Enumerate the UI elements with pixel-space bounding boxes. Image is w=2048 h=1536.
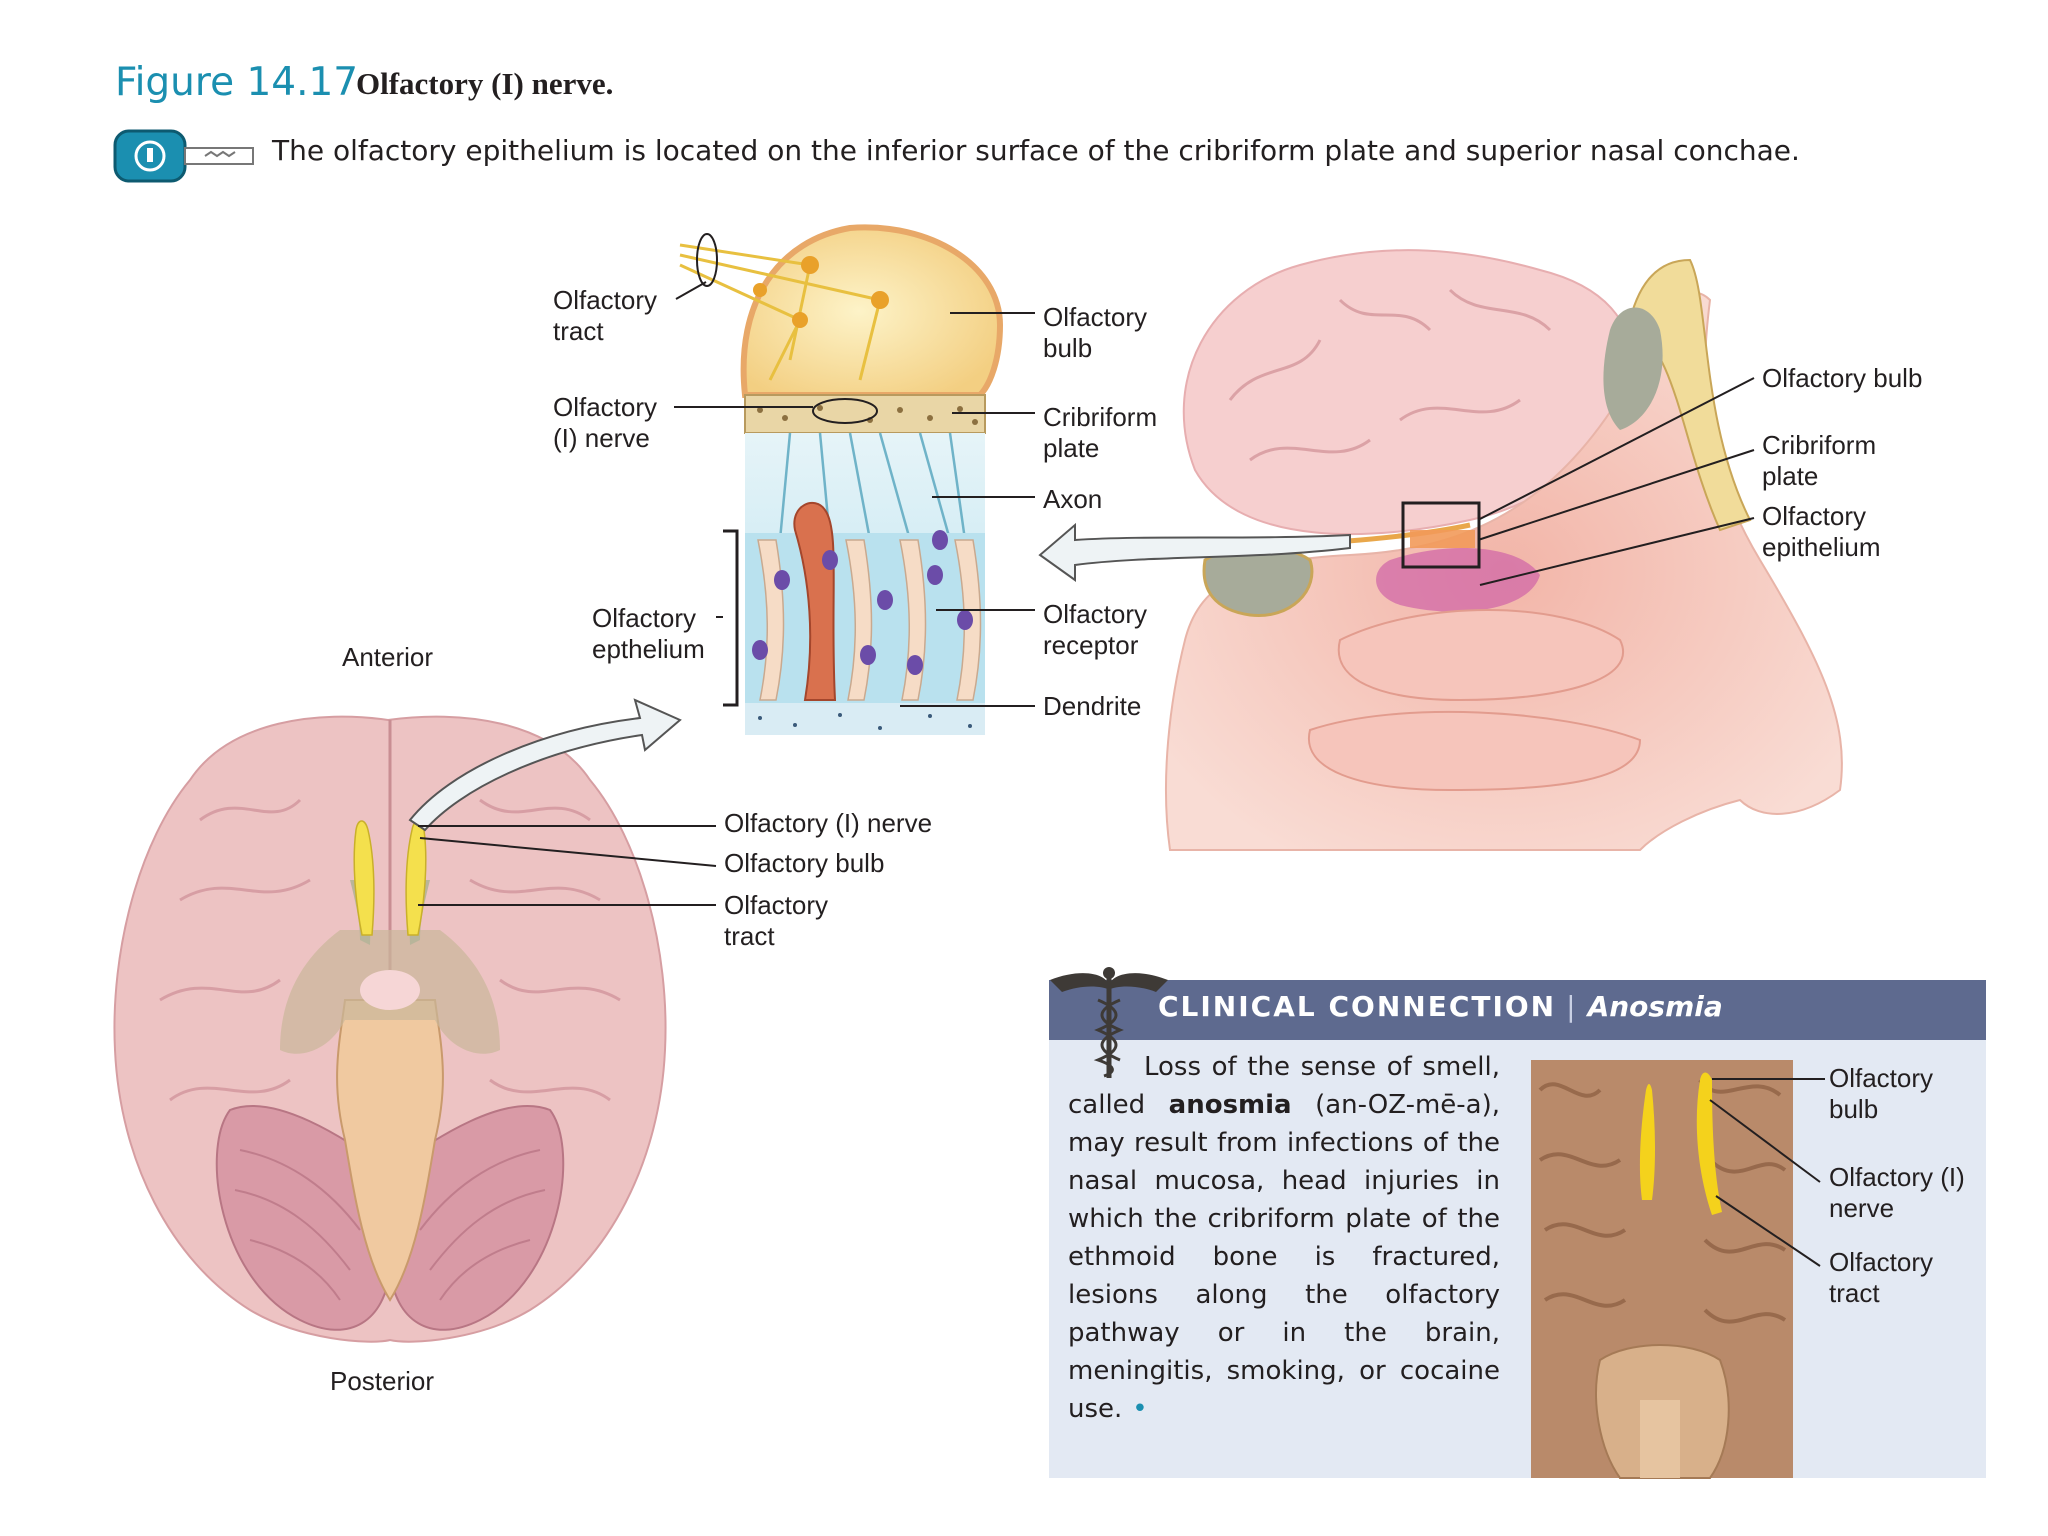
- label-line: Olfactory: [592, 603, 697, 633]
- clinical-term: anosmia: [1168, 1090, 1292, 1120]
- inferior-brain-illustration: [113, 698, 682, 1343]
- detail-leader-lines: [674, 281, 1035, 707]
- label-line: Olfactory: [724, 890, 829, 920]
- label-dendrite: Dendrite: [1043, 691, 1142, 721]
- label-line: plate: [1043, 433, 1100, 463]
- figure-number: Figure 14.17: [115, 60, 359, 105]
- label-olfactory-bulb-detail: Olfactory bulb: [1043, 302, 1147, 364]
- label-olfactory-epithelium-sagittal: Olfactory epithelium: [1762, 501, 1881, 563]
- label-line: bulb: [1829, 1094, 1879, 1124]
- sagittal-nasal-illustration: [1038, 249, 1843, 851]
- label-line: plate: [1762, 461, 1819, 491]
- label-line: bulb: [1043, 333, 1093, 363]
- sagittal-leader-lines: [1477, 377, 1755, 586]
- clinical-topic: Anosmia: [1587, 990, 1723, 1023]
- label-line: Cribriform: [1762, 430, 1877, 460]
- label-line: Olfactory: [553, 392, 658, 422]
- label-olfactory-receptor: Olfactory receptor: [1043, 599, 1147, 661]
- label-line: nerve: [1829, 1193, 1895, 1223]
- clinical-connection-text: Loss of the sense of smell, called anosm…: [1068, 1048, 1500, 1428]
- label-line: Olfactory: [1043, 599, 1148, 629]
- label-line: epithelium: [1762, 532, 1881, 562]
- figure-title: Olfactory (I) nerve.: [356, 66, 614, 101]
- label-line: (I) nerve: [553, 423, 650, 453]
- clinical-connection-heading: CLINICAL CONNECTION | Anosmia: [1158, 990, 1723, 1023]
- label-olfactory-nerve-detail: Olfactory (I) nerve: [553, 392, 657, 454]
- clinical-connection-box: [1049, 980, 1986, 1478]
- label-line: Olfactory: [1829, 1063, 1934, 1093]
- label-axon: Axon: [1043, 484, 1103, 514]
- label-line: Olfactory: [1043, 302, 1148, 332]
- clinical-text-part: (an-OZ-mē-a), may result from infections…: [1068, 1090, 1500, 1424]
- label-line: Olfactory: [1829, 1247, 1934, 1277]
- label-cribriform-plate-sagittal: Cribriform plate: [1762, 430, 1876, 492]
- clinical-text-part: Loss of the sense of smell, called: [1068, 1052, 1500, 1120]
- label-photo-olfactory-bulb: Olfactory bulb: [1829, 1063, 1933, 1125]
- label-line: tract: [553, 316, 604, 346]
- brain-dissection-photo: [1531, 1060, 1793, 1479]
- caduceus-icon: [1050, 967, 1168, 1078]
- label-line: Olfactory (I): [1829, 1162, 1965, 1192]
- label-line: epthelium: [592, 634, 705, 664]
- label-olfactory-nerve-inferior: Olfactory (I) nerve: [724, 808, 933, 838]
- key-concept-text: The olfactory epithelium is located on t…: [272, 134, 1800, 167]
- label-olfactory-bulb-sagittal: Olfactory bulb: [1762, 363, 1923, 393]
- label-line: tract: [724, 921, 775, 951]
- label-olfactory-tract-detail: Olfactory tract: [553, 285, 657, 347]
- label-line: Olfactory: [1762, 501, 1867, 531]
- label-photo-olfactory-tract: Olfactory tract: [1829, 1247, 1933, 1309]
- label-cribriform-plate-detail: Cribriform plate: [1043, 402, 1157, 464]
- clinical-connection-header-bar: [1049, 980, 1986, 1040]
- label-line: tract: [1829, 1278, 1880, 1308]
- end-of-section-bullet: •: [1132, 1394, 1148, 1424]
- clinical-heading-text: CLINICAL CONNECTION: [1158, 990, 1557, 1023]
- photo-leader-lines: [1709, 1078, 1825, 1267]
- label-line: Cribriform: [1043, 402, 1158, 432]
- key-concept-icon: [113, 129, 254, 183]
- label-line: Olfactory: [553, 285, 658, 315]
- label-line: receptor: [1043, 630, 1139, 660]
- label-olfactory-epithelium-detail: Olfactory epthelium: [592, 603, 705, 665]
- label-olfactory-tract-inferior: Olfactory tract: [724, 890, 828, 952]
- label-olfactory-bulb-inferior: Olfactory bulb: [724, 848, 885, 878]
- label-posterior: Posterior: [330, 1366, 435, 1396]
- inferior-leader-lines: [418, 825, 717, 906]
- clinical-heading-separator: |: [1566, 990, 1578, 1023]
- label-anterior: Anterior: [342, 642, 434, 672]
- label-photo-olfactory-nerve: Olfactory (I) nerve: [1829, 1162, 1965, 1224]
- olfactory-detail-illustration: [679, 224, 1004, 735]
